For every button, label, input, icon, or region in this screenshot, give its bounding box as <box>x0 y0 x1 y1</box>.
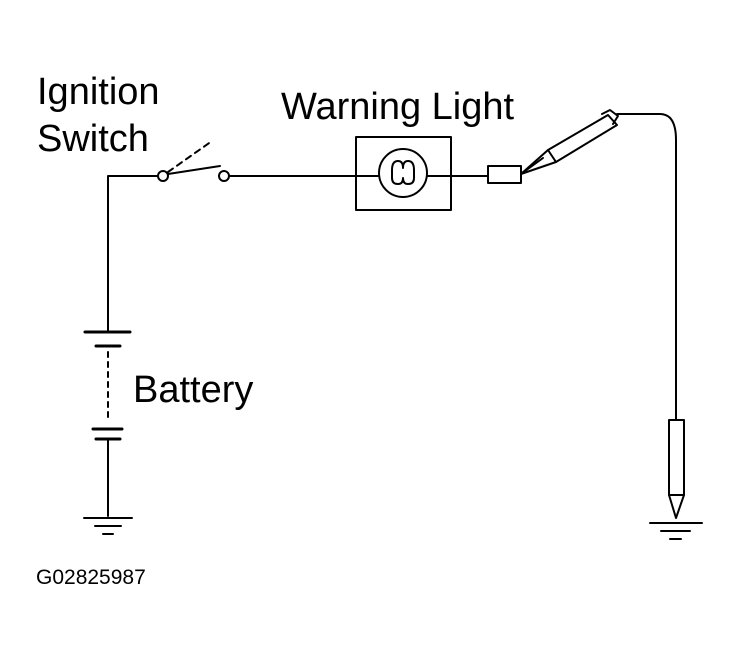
warning-light-label: Warning Light <box>281 86 515 128</box>
ground-probe-body <box>668 419 685 496</box>
probe-connector <box>487 165 522 184</box>
probe-lead <box>616 113 677 421</box>
test-probe-body <box>520 114 618 175</box>
ground-symbol-left <box>83 517 133 535</box>
battery-label: Battery <box>133 369 254 411</box>
switch-contact-right <box>218 170 230 182</box>
ignition-switch-label-line2: Switch <box>37 118 149 160</box>
warning-light-housing <box>355 136 452 211</box>
probe-cap <box>601 109 619 125</box>
bulb-filament <box>391 160 415 185</box>
switch-actuator-dashed <box>167 140 213 173</box>
ground-probe-tip <box>668 494 685 519</box>
figure-code: G02825987 <box>36 566 146 589</box>
switch-blade <box>167 165 221 175</box>
warning-lamp-bulb-icon <box>378 148 428 198</box>
ground-symbol-right <box>649 522 703 540</box>
wire-left-top <box>107 175 159 293</box>
ignition-switch-label-line1: Ignition <box>37 71 160 113</box>
probe-body-stripe <box>547 149 557 163</box>
switch-contact-left <box>157 170 169 182</box>
